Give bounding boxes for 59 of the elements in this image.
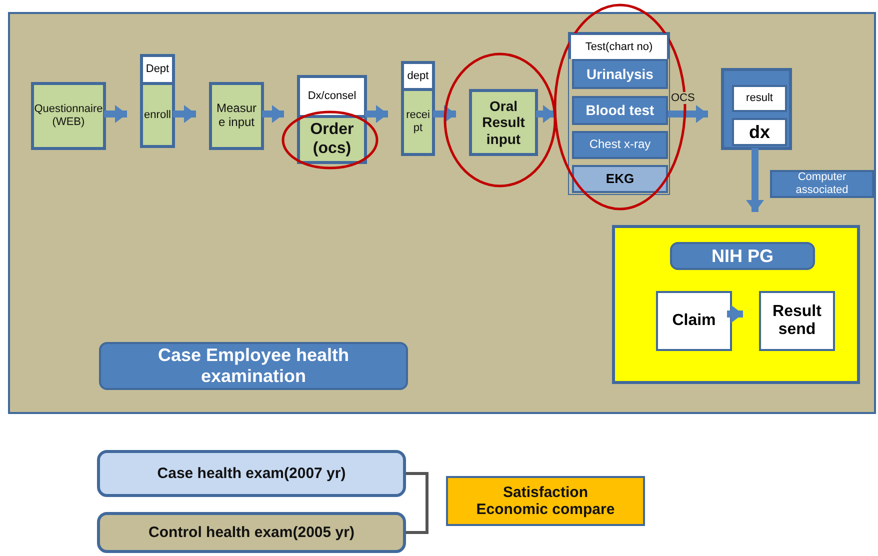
- box-label: Chest x-ray: [588, 138, 652, 152]
- process-box: [656, 291, 732, 351]
- box-label: enroll: [143, 108, 172, 123]
- process-box: [140, 54, 175, 148]
- result-container: [721, 68, 792, 150]
- outcome-box: [446, 476, 645, 526]
- test-box: [572, 131, 668, 159]
- box-label: Urinalysis: [586, 66, 654, 82]
- header-label: Dx/consel: [300, 78, 364, 118]
- box-label: Measure input: [215, 102, 258, 130]
- group-box: [97, 512, 406, 553]
- title-pill: [99, 342, 408, 390]
- process-box: [31, 82, 106, 150]
- test-box: [572, 96, 668, 125]
- header-label: Test(chart no): [569, 33, 669, 59]
- note-box: [770, 170, 874, 198]
- box-label: Satisfaction Economic compare: [475, 484, 616, 518]
- box-label: Questionnaire (WEB): [33, 103, 104, 129]
- box-label: Result send: [772, 302, 822, 340]
- box-label: receipt: [405, 108, 431, 136]
- edge-label: OCS: [670, 92, 696, 104]
- process-box: [469, 89, 538, 156]
- test-box: [572, 165, 668, 193]
- result-box: [732, 85, 787, 112]
- process-box: [401, 61, 435, 156]
- box-label: NIH PG: [710, 246, 774, 266]
- arrow: [433, 105, 456, 123]
- test-column: [568, 32, 670, 195]
- arrow: [104, 105, 127, 123]
- process-box: [759, 291, 835, 351]
- header-label: dept: [404, 64, 432, 91]
- arrow: [262, 105, 284, 123]
- arrow: [727, 305, 743, 323]
- box-label: Computer associated: [794, 171, 850, 197]
- box-label: Order (ocs): [309, 120, 355, 158]
- box-label: Case health exam(2007 yr): [156, 464, 347, 482]
- box-label: Control health exam(2005 yr): [148, 524, 356, 542]
- box-label: Blood test: [584, 102, 656, 119]
- arrow: [173, 105, 196, 123]
- panel-background: [8, 12, 876, 414]
- header-label: Dept: [143, 57, 172, 85]
- test-box: [572, 59, 668, 89]
- result-box: [732, 118, 787, 146]
- title-pill: [670, 242, 815, 270]
- box-label: dx: [748, 122, 771, 142]
- process-box: [209, 82, 264, 150]
- box-label: Oral Result input: [481, 98, 526, 147]
- bracket-line: [406, 472, 428, 534]
- process-box: [297, 75, 367, 164]
- box-label: Case Employee health examination: [156, 345, 350, 387]
- box-label: EKG: [604, 172, 636, 186]
- arrow: [536, 105, 555, 123]
- arrow: [746, 148, 764, 212]
- arrow: [668, 105, 708, 123]
- system-panel: [612, 225, 860, 384]
- box-label: result: [745, 92, 774, 105]
- arrow: [365, 105, 388, 123]
- group-box: [97, 450, 406, 497]
- box-label: Claim: [671, 312, 717, 330]
